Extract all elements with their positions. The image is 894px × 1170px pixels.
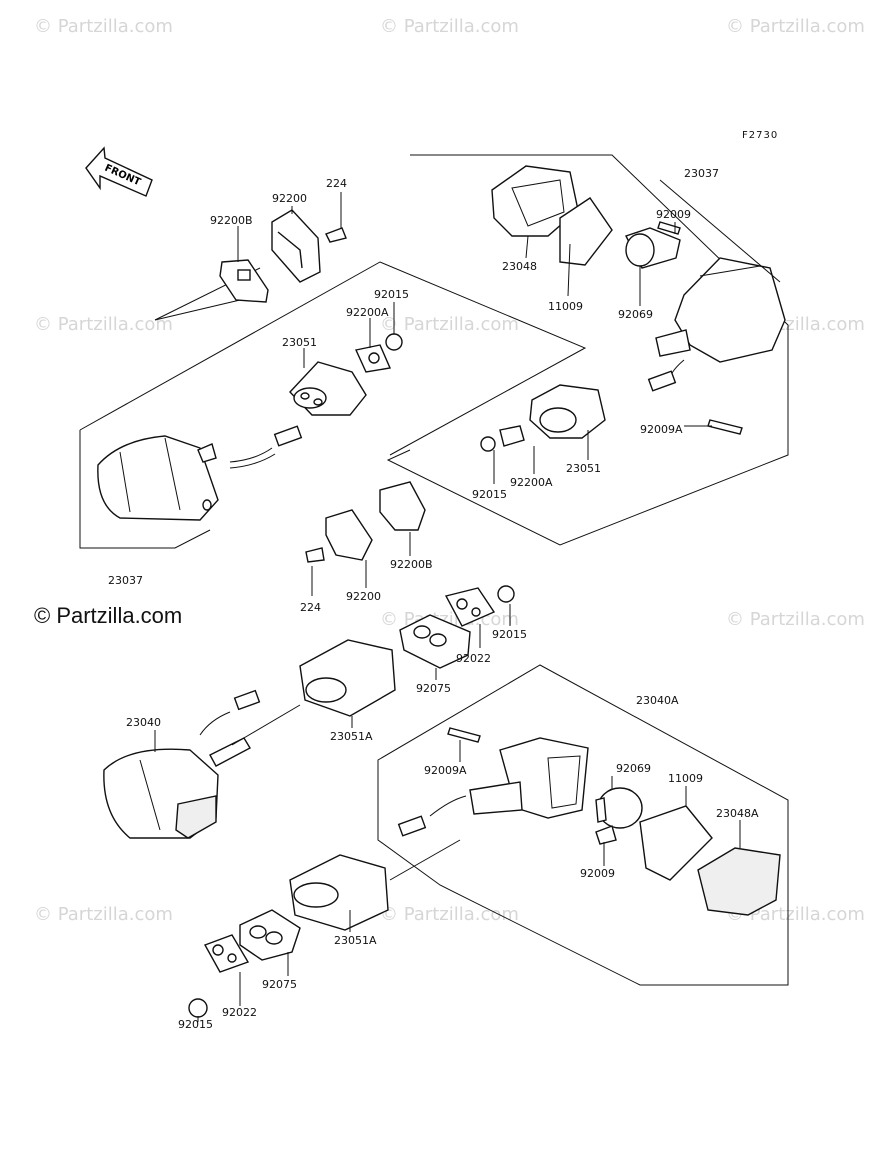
rear-right-turn-signal [188, 727, 781, 1018]
part-label: 92015 [374, 288, 409, 301]
part-label: 23051A [330, 730, 373, 743]
watermark: © Partzilla.com [380, 314, 519, 335]
part-labels: 224 92200 92200B 92015 92200A 23051 2303… [108, 167, 759, 1031]
bracket-92200-lower [305, 481, 426, 563]
part-label: 92075 [262, 978, 297, 991]
part-label: 23040 [126, 716, 161, 729]
part-label: 92009A [424, 764, 467, 777]
part-label: 92200B [210, 214, 253, 227]
watermark: © Partzilla.com [726, 16, 865, 37]
part-label: 11009 [668, 772, 703, 785]
watermark: © Partzilla.com [380, 904, 519, 925]
part-label: 92200A [346, 306, 389, 319]
part-label: 92009 [656, 208, 691, 221]
part-label: 92015 [472, 488, 507, 501]
part-label: 224 [300, 601, 321, 614]
figure-code: F2730 [742, 130, 779, 141]
part-label: 23037 [684, 167, 719, 180]
part-label: 23051A [334, 934, 377, 947]
part-label: 23040A [636, 694, 679, 707]
part-label: 92200 [272, 192, 307, 205]
watermark: © Partzilla.com [34, 314, 173, 335]
front-left-turn-signal [97, 425, 303, 521]
part-label: 92200A [510, 476, 553, 489]
watermark: © Partzilla.com [380, 16, 519, 37]
part-label: 92022 [456, 652, 491, 665]
front-arrow-icon: FRONT [85, 146, 153, 197]
socket-23051-upper [289, 361, 367, 416]
watermark: © Partzilla.com [726, 609, 865, 630]
part-label: 92015 [178, 1018, 213, 1031]
bracket-92200-upper [219, 209, 403, 373]
rear-left-turn-signal [103, 585, 515, 839]
part-label: 92069 [616, 762, 651, 775]
part-label: 92075 [416, 682, 451, 695]
watermark: © Partzilla.com [34, 16, 173, 37]
part-label: 92015 [492, 628, 527, 641]
part-label: 92009A [640, 423, 683, 436]
copyright-notice: © Partzilla.com [34, 603, 183, 628]
part-label: 11009 [548, 300, 583, 313]
part-label: 23048 [502, 260, 537, 273]
watermark: © Partzilla.com [34, 904, 173, 925]
part-label: 224 [326, 177, 347, 190]
part-label: 23048A [716, 807, 759, 820]
leader-lines [154, 179, 781, 1022]
part-label: 23051 [566, 462, 601, 475]
part-label: 92069 [618, 308, 653, 321]
front-right-turn-signal [480, 165, 786, 452]
part-label: 23037 [108, 574, 143, 587]
part-label: 23051 [282, 336, 317, 349]
watermark: © Partzilla.com [726, 904, 865, 925]
part-label: 92009 [580, 867, 615, 880]
part-label: 92200 [346, 590, 381, 603]
part-label: 92200B [390, 558, 433, 571]
part-label: 92022 [222, 1006, 257, 1019]
